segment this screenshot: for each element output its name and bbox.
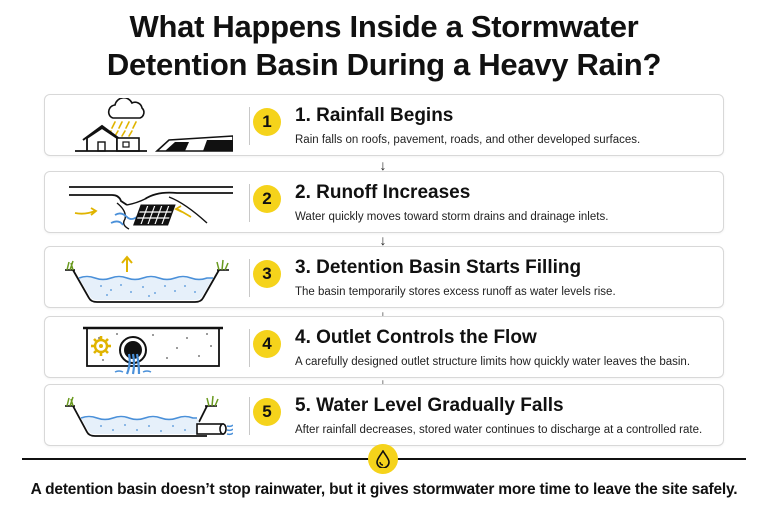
step-description: Water quickly moves toward storm drains …: [295, 211, 609, 223]
step-number-badge: 2: [253, 185, 281, 213]
title-line-2: Detention Basin During a Heavy Rain?: [106, 47, 662, 82]
step-heading: 1. Rainfall Begins: [295, 105, 454, 126]
step-description: After rainfall decreases, stored water c…: [295, 424, 703, 436]
step-divider: [249, 397, 250, 435]
title-line-1: What Happens Inside a Stormwater: [129, 9, 639, 44]
step-card-5: 5 5. Water Level Gradually Falls After r…: [44, 384, 724, 446]
down-arrow-icon: ↓: [379, 157, 387, 173]
down-arrow-icon: ↓: [379, 307, 387, 323]
step-card-3: 3 3. Detention Basin Starts Filling The …: [44, 246, 724, 308]
page-title: What Happens Inside a Stormwater Detenti…: [0, 8, 768, 84]
water-drop-icon: [368, 444, 398, 474]
step-divider: [249, 259, 250, 297]
outlet-structure-gear-icon: [83, 326, 223, 375]
step-divider: [249, 184, 250, 222]
step-heading: 5. Water Level Gradually Falls: [295, 395, 564, 416]
rain-cloud-house-road-icon: [75, 98, 233, 152]
step-number-badge: 5: [253, 398, 281, 426]
step-divider: [249, 329, 250, 367]
step-divider: [249, 107, 250, 145]
storm-drain-runoff-icon: [69, 186, 233, 230]
down-arrow-icon: ↓: [379, 375, 387, 391]
basin-filling-icon: [65, 255, 229, 303]
step-description: The basin temporarily stores excess runo…: [295, 286, 616, 298]
step-card-4: 4 4. Outlet Controls the Flow A carefull…: [44, 316, 724, 378]
step-description: Rain falls on roofs, pavement, roads, an…: [295, 134, 641, 146]
step-card-1: 1 1. Rainfall Begins Rain falls on roofs…: [44, 94, 724, 156]
basin-draining-pipe-icon: [65, 395, 233, 437]
step-heading: 2. Runoff Increases: [295, 182, 471, 203]
step-heading: 4. Outlet Controls the Flow: [295, 327, 537, 348]
step-heading: 3. Detention Basin Starts Filling: [295, 257, 582, 278]
step-card-2: 2 2. Runoff Increases Water quickly move…: [44, 171, 724, 233]
step-number-badge: 4: [253, 330, 281, 358]
down-arrow-icon: ↓: [379, 232, 387, 248]
step-description: A carefully designed outlet structure li…: [295, 356, 691, 368]
step-number-badge: 1: [253, 108, 281, 136]
step-number-badge: 3: [253, 260, 281, 288]
footer-message: A detention basin doesn’t stop rainwater…: [30, 481, 738, 498]
